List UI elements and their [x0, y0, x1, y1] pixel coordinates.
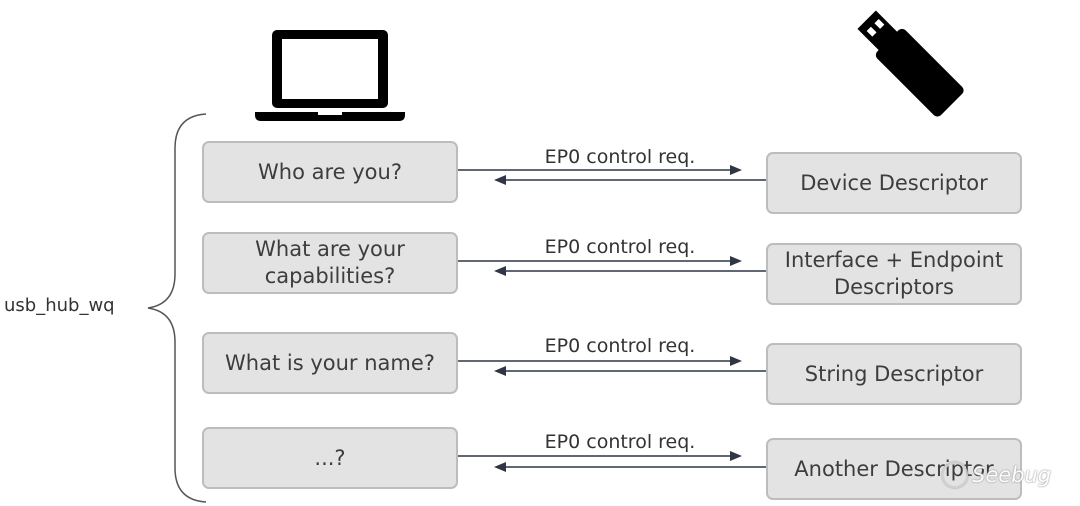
request-arrow-3: [458, 356, 742, 366]
question-box-1: Who are you?: [202, 141, 458, 203]
watermark: Seebug: [942, 462, 1051, 488]
answer-box-1: Device Descriptor: [766, 152, 1022, 214]
question-box-4: ...?: [202, 427, 458, 489]
response-arrow-2: [494, 266, 766, 276]
arrow-label-1: EP0 control req.: [544, 146, 696, 168]
response-arrow-4: [494, 462, 766, 472]
answer-box-3: String Descriptor: [766, 343, 1022, 405]
answer-box-4: Another Descriptor: [766, 438, 1022, 500]
answer-box-2: Interface + Endpoint Descriptors: [766, 243, 1022, 305]
arrow-label-2: EP0 control req.: [544, 236, 696, 258]
response-arrow-1: [494, 175, 766, 185]
arrow-label-3: EP0 control req.: [544, 335, 696, 357]
response-arrow-3: [494, 366, 766, 376]
arrow-label-4: EP0 control req.: [544, 431, 696, 453]
question-box-2: What are your capabilities?: [202, 232, 458, 294]
question-box-3: What is your name?: [202, 332, 458, 394]
watermark-text: Seebug: [972, 463, 1052, 487]
seebug-logo-icon: [942, 462, 968, 488]
worker-label: usb_hub_wq: [4, 295, 115, 316]
